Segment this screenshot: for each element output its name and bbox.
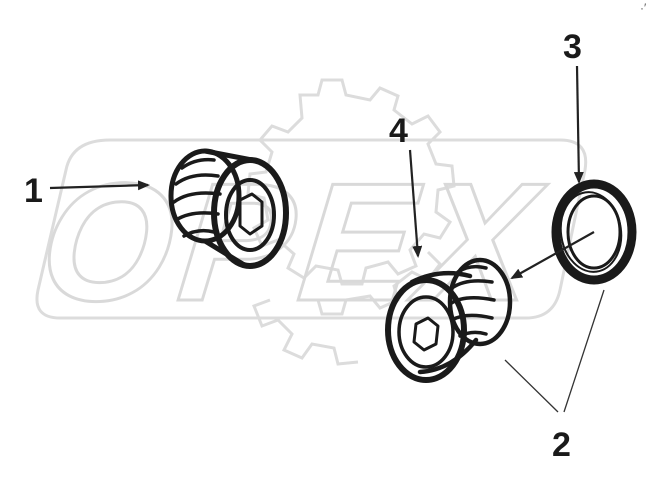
leader-1 xyxy=(49,180,150,191)
leader-2-left xyxy=(504,359,559,413)
leader-4 xyxy=(408,149,423,258)
callout-3: 3 xyxy=(563,28,582,66)
watermark: OPEX xyxy=(31,78,588,366)
part-3-sealing-ring xyxy=(551,179,637,285)
watermark-frame xyxy=(35,138,588,320)
part-1-threaded-plug xyxy=(168,148,289,269)
watermark-text: OPEX xyxy=(33,147,552,335)
callout-2: 2 xyxy=(552,426,571,464)
leader-3 xyxy=(573,65,584,184)
callout-labels: 1 2 3 4 xyxy=(24,28,582,464)
leader-2-right xyxy=(563,289,605,413)
corner-mark: ·′ xyxy=(640,1,647,15)
leader-ring-to-plug xyxy=(510,231,595,279)
callout-4: 4 xyxy=(389,112,408,150)
part-4-socket-head-plug xyxy=(385,257,513,383)
leader-lines xyxy=(49,65,605,413)
callout-1: 1 xyxy=(24,172,43,210)
